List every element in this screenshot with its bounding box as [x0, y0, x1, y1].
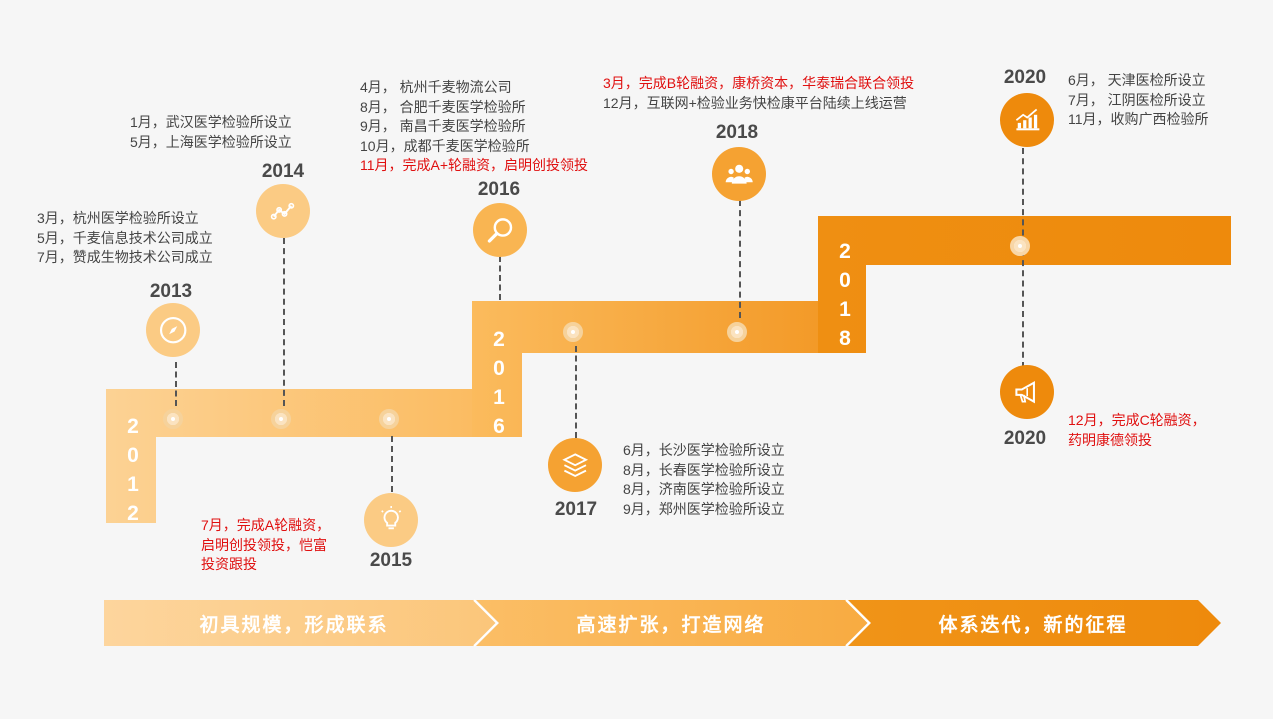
- step-year-char: 2: [127, 502, 139, 525]
- year-label-2017: 2017: [554, 499, 598, 520]
- note-line: 7月，完成A轮融资，: [201, 517, 331, 533]
- note-line: 5月，上海医学检验所设立: [130, 133, 292, 150]
- step-year-2012: 2 0 1 2: [118, 412, 148, 528]
- note-line: 8月， 合肥千麦医学检验所: [360, 98, 526, 115]
- notes-2013: 3月，杭州医学检验所设立 5月，千麦信息技术公司成立 7月，赞成生物技术公司成立: [37, 209, 213, 268]
- note-line: 11月，收购广西检验所: [1068, 111, 1209, 128]
- milestone-2013-badge: [146, 303, 200, 357]
- note-line: 投资跟投: [201, 556, 257, 573]
- connector-2014: [283, 238, 285, 406]
- notes-2018: 3月，完成B轮融资，康桥资本，华泰瑞合联合领投 12月，互联网+检验业务快检康平台…: [603, 74, 914, 113]
- notes-2014: 1月，武汉医学检验所设立 5月，上海医学检验所设立: [130, 113, 292, 152]
- note-line: 4月， 杭州千麦物流公司: [360, 79, 512, 95]
- note-line: 10月，成都千麦医学检验所: [360, 137, 530, 154]
- step-year-char: 1: [493, 386, 505, 409]
- note-line: 12月，完成C轮融资，: [1068, 412, 1206, 428]
- note-line: 1月，武汉医学检验所设立: [130, 114, 292, 130]
- notes-2015: 7月，完成A轮融资， 启明创投领投，恺富投资跟投: [201, 516, 330, 575]
- note-line: 3月，杭州医学检验所设立: [37, 210, 199, 226]
- step-year-char: 0: [127, 444, 139, 467]
- milestone-2020a-badge: [1000, 93, 1054, 147]
- connector-2017: [575, 346, 577, 438]
- step-year-char: 1: [839, 298, 851, 321]
- notes-2020a: 6月， 天津医检所设立 7月， 江阴医检所设立 11月，收购广西检验所: [1068, 71, 1209, 130]
- step-year-2018: 2 0 1 8: [830, 237, 860, 353]
- step-year-char: 1: [127, 473, 139, 496]
- step-year-char: 2: [127, 415, 139, 438]
- phase-label-2: 高速扩张，打造网络: [576, 614, 766, 636]
- note-line: 6月，长沙医学检验所设立: [623, 442, 785, 458]
- connector-2013: [175, 362, 177, 406]
- connector-2016: [499, 256, 501, 300]
- layers-icon: [562, 453, 588, 477]
- note-line: 11月，完成A+轮融资，启明创投领投: [360, 157, 589, 174]
- step-year-char: 8: [839, 327, 851, 350]
- milestone-2017-badge: [548, 438, 602, 492]
- growth-chart-icon: [1015, 108, 1040, 131]
- milestone-2016-badge: [473, 203, 527, 257]
- megaphone-icon: [1015, 380, 1035, 404]
- timeline-node-2015: [379, 409, 399, 429]
- timeline-node-2014: [271, 409, 291, 429]
- timeline-node-2013: [163, 409, 183, 429]
- users-icon: [725, 164, 753, 184]
- phase-arrow-3: [848, 600, 1221, 646]
- notes-2020b: 12月，完成C轮融资， 药明康德领投: [1068, 411, 1206, 450]
- phase-arrow-1: [104, 600, 497, 646]
- year-label-2013: 2013: [149, 281, 193, 302]
- step-year-char: 2: [493, 328, 505, 351]
- notes-2017: 6月，长沙医学检验所设立 8月，长春医学检验所设立 8月，济南医学检验所设立 9月，郑…: [623, 441, 785, 519]
- note-line: 9月，郑州医学检验所设立: [623, 500, 785, 517]
- year-label-2020b: 2020: [1003, 428, 1047, 449]
- timeline-node-2020: [1010, 236, 1030, 256]
- timeline-node-2018: [727, 322, 747, 342]
- compass-icon: [159, 316, 187, 344]
- note-line: 7月， 江阴医检所设立: [1068, 91, 1206, 108]
- phase-arrow-2: [476, 600, 869, 646]
- year-label-2015: 2015: [369, 550, 413, 571]
- phase-label-3: 体系迭代，新的征程: [938, 614, 1128, 636]
- connector-2015: [391, 436, 393, 492]
- note-line: 3月，完成B轮融资，康桥资本，华泰瑞合联合领投: [603, 75, 915, 91]
- note-line: 12月，互联网+检验业务快检康平台陆续上线运营: [603, 94, 907, 111]
- connector-2018: [739, 200, 741, 318]
- note-line: 5月，千麦信息技术公司成立: [37, 229, 213, 246]
- line-chart-icon: [270, 202, 295, 220]
- note-line: 8月，长春医学检验所设立: [623, 461, 785, 478]
- step-year-2016: 2 0 1 6: [484, 325, 514, 441]
- milestone-2014-badge: [256, 184, 310, 238]
- phase-label-1: 初具规模，形成联系: [199, 614, 389, 636]
- note-line: 8月，济南医学检验所设立: [623, 481, 785, 498]
- step-year-char: 2: [839, 240, 851, 263]
- note-line: 6月， 天津医检所设立: [1068, 72, 1206, 88]
- timeline-node-2017: [563, 322, 583, 342]
- connector-2020: [1022, 148, 1024, 368]
- note-line: 7月，赞成生物技术公司成立: [37, 249, 213, 266]
- milestone-2018-badge: [712, 147, 766, 201]
- year-label-2016: 2016: [477, 179, 521, 200]
- lightbulb-icon: [380, 505, 402, 530]
- band-segment-2018: [818, 216, 1231, 353]
- year-label-2014: 2014: [261, 161, 305, 182]
- milestone-2020b-badge: [1000, 365, 1054, 419]
- year-label-2018: 2018: [715, 122, 759, 143]
- notes-2016: 4月， 杭州千麦物流公司 8月， 合肥千麦医学检验所 9月， 南昌千麦医学检验所 10…: [360, 78, 588, 176]
- note-line: 9月， 南昌千麦医学检验所: [360, 118, 526, 135]
- step-year-char: 6: [493, 415, 505, 438]
- note-line: 启明创投领投，恺富: [201, 536, 327, 553]
- step-year-char: 0: [493, 357, 505, 380]
- note-line: 药明康德领投: [1068, 431, 1152, 448]
- milestone-2015-badge: [364, 493, 418, 547]
- year-label-2020a: 2020: [1003, 67, 1047, 88]
- magnifier-icon: [487, 217, 513, 243]
- step-year-char: 0: [839, 269, 851, 292]
